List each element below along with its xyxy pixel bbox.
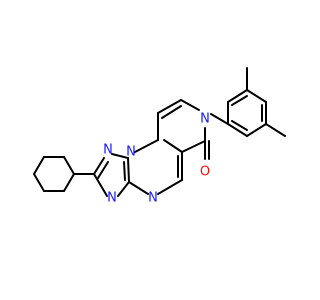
nitrogen-atom-label: N — [103, 143, 113, 158]
bond — [134, 139, 159, 153]
bond — [231, 120, 248, 131]
bond — [33, 173, 45, 192]
bond — [97, 161, 109, 179]
bond — [227, 89, 248, 103]
bond — [246, 123, 267, 137]
molecule-canvas: N N N N N O — [33, 67, 286, 206]
bond — [161, 105, 182, 119]
bond — [128, 181, 149, 195]
bond-layer — [33, 67, 286, 197]
nitrogen-atom-label: N — [107, 191, 117, 206]
bond — [123, 161, 126, 181]
nitrogen-atom-label: N — [126, 145, 136, 160]
oxygen-atom-label: O — [200, 165, 210, 180]
bond — [265, 123, 286, 137]
bond — [157, 99, 182, 114]
atom-label-layer: N N N N N O — [103, 112, 210, 206]
bond — [33, 156, 45, 175]
bond — [117, 181, 130, 197]
bond — [210, 113, 229, 125]
bond — [180, 99, 200, 111]
bond — [246, 89, 267, 103]
bond — [93, 173, 108, 197]
nitrogen-atom-label: N — [148, 191, 158, 206]
bond — [127, 157, 130, 183]
bond — [231, 95, 248, 106]
bond — [63, 156, 75, 175]
bond — [181, 140, 206, 153]
bond — [63, 173, 75, 192]
bond — [157, 179, 183, 195]
nitrogen-atom-label: N — [200, 112, 210, 127]
bond — [93, 157, 105, 175]
bond — [111, 153, 129, 159]
bond — [163, 139, 183, 153]
molecule-structure: N N N N N O — [33, 67, 286, 206]
bond — [227, 123, 248, 137]
